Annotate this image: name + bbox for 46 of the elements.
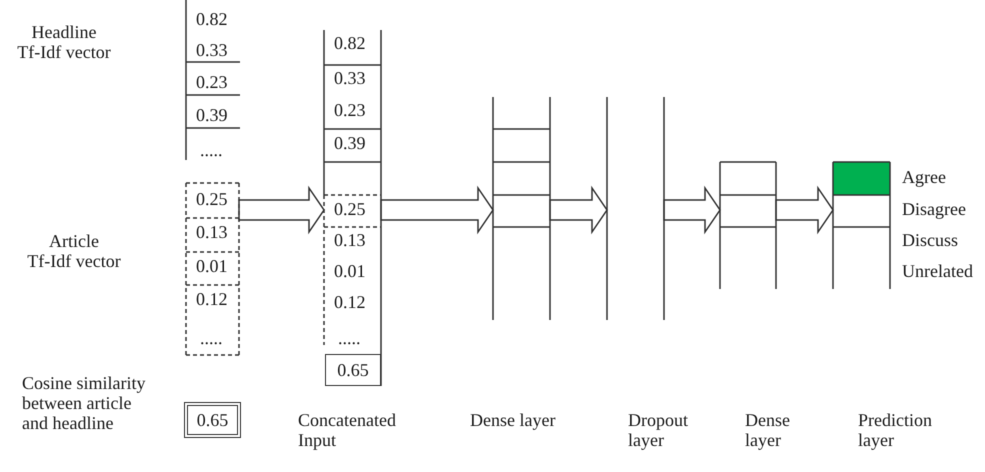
- cell-value: .....: [338, 328, 360, 348]
- class-label: Unrelated: [902, 261, 973, 281]
- column-caption: Headline Tf-Idf vector: [16, 22, 112, 62]
- cell-value: 0.25: [334, 199, 366, 219]
- value-box: [325, 354, 381, 386]
- layer-column: [493, 97, 550, 320]
- layer-column: [607, 97, 664, 320]
- cell-value: 0.39: [334, 133, 366, 153]
- feature-caption: Cosine similarity between article and headline: [22, 373, 146, 433]
- class-label: Agree: [902, 167, 946, 187]
- vector-column: [324, 30, 381, 386]
- cell-value: 0.01: [334, 261, 366, 281]
- cell-value: .....: [200, 140, 222, 160]
- layer-caption: Dense layer: [470, 410, 556, 430]
- block-arrow: [775, 186, 834, 234]
- cell-value: 0.01: [196, 256, 228, 276]
- cell-value: 0.25: [196, 189, 228, 209]
- cell-value: .....: [200, 328, 222, 348]
- cell-value: 0.23: [334, 100, 366, 120]
- layer-caption: Dense layer: [745, 410, 790, 450]
- cell-value: 0.13: [334, 230, 366, 250]
- cell-value: 0.82: [334, 33, 366, 53]
- cell-value: 0.65: [196, 410, 228, 430]
- block-arrow: [549, 186, 608, 234]
- block-arrow: [663, 186, 721, 234]
- output-layer-column: [833, 162, 890, 289]
- cell-value: 0.23: [196, 72, 228, 92]
- column-caption: Concatenated Input: [298, 410, 396, 450]
- cell-value: 0.12: [196, 289, 228, 309]
- cell-value: 0.65: [337, 360, 369, 380]
- block-arrow: [380, 186, 494, 234]
- cell-value: 0.12: [334, 292, 366, 312]
- layer-caption: Dropout layer: [628, 410, 688, 450]
- class-label: Discuss: [902, 230, 958, 250]
- column-caption: Article Tf-Idf vector: [26, 231, 122, 271]
- block-arrow: [238, 186, 325, 234]
- class-label: Disagree: [902, 199, 966, 219]
- value-box: [184, 402, 241, 438]
- cell-value: 0.82: [196, 9, 228, 29]
- layer-caption: Prediction layer: [858, 410, 932, 450]
- cell-value: 0.13: [196, 222, 228, 242]
- cell-value: 0.39: [196, 105, 228, 125]
- vector-column: [186, 183, 239, 355]
- cell-value: 0.33: [196, 40, 228, 60]
- layer-column: [720, 162, 776, 289]
- cell-value: 0.33: [334, 68, 366, 88]
